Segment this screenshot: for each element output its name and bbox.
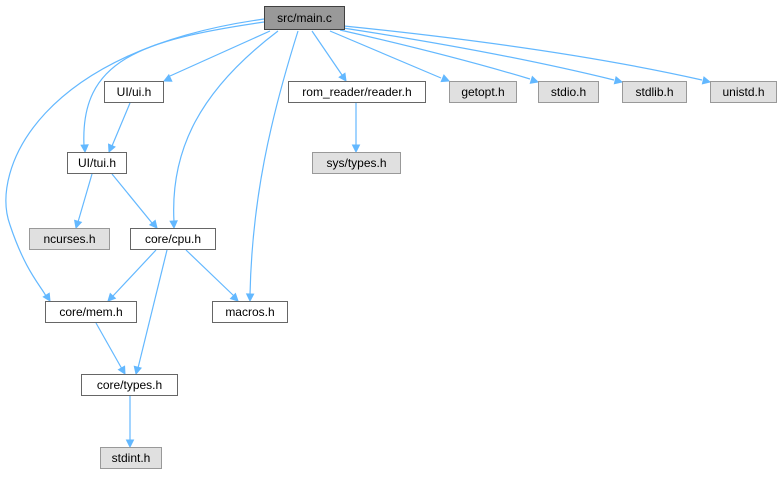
edge-main-to-cpu (169, 30, 279, 230)
edge-line (185, 249, 235, 297)
edge-cpu-to-mem (107, 249, 157, 302)
edge-tui-to-ncurses (73, 173, 93, 230)
edge-main-to-getopt (329, 30, 451, 83)
arrowhead (133, 365, 142, 376)
node-sys-types-h[interactable]: sys/types.h (312, 152, 401, 174)
arrowhead (73, 219, 83, 230)
node-ncurses-h[interactable]: ncurses.h (29, 228, 110, 250)
node-unistd-h[interactable]: unistd.h (710, 81, 777, 103)
edge-cpu-to-coretypes (133, 249, 168, 376)
arrowhead (440, 74, 451, 83)
edge-main-to-stdlib (342, 27, 624, 85)
edge-main-to-unistd (343, 25, 712, 85)
edge-line (111, 102, 131, 147)
edge-line (329, 30, 442, 79)
edge-main-to-reader (311, 30, 347, 82)
edge-line (111, 173, 153, 224)
edge-line (95, 322, 123, 370)
arrowhead (117, 365, 126, 375)
arrowhead (613, 76, 624, 85)
arrowhead (80, 144, 89, 154)
edge-main-to-macros (245, 30, 299, 303)
edge-line (169, 30, 271, 77)
arrowhead (125, 439, 135, 449)
edge-main-to-mem (5, 18, 265, 302)
edge-line (342, 27, 615, 81)
node-ui-tui-h[interactable]: UI/tui.h (67, 152, 127, 174)
node-core-mem-h[interactable]: core/mem.h (45, 301, 137, 323)
node-stdlib-h[interactable]: stdlib.h (622, 81, 687, 103)
edge-line (111, 249, 157, 298)
edge-line (173, 30, 279, 223)
node-core-cpu-h[interactable]: core/cpu.h (130, 228, 216, 250)
edge-ui-to-tui (107, 102, 131, 154)
edge-main-to-stdio (339, 29, 540, 84)
edge-line (83, 21, 265, 147)
edge-mem-to-coretypes (95, 322, 126, 375)
node-stdint-h[interactable]: stdint.h (100, 447, 162, 469)
node-core-types-h[interactable]: core/types.h (81, 374, 178, 396)
node-src-main-c[interactable]: src/main.c (264, 6, 345, 30)
edge-cpu-to-macros (185, 249, 239, 302)
edge-coretypes-to-stdint (125, 396, 135, 449)
edge-line (343, 25, 703, 81)
node-rom-reader-reader-h[interactable]: rom_reader/reader.h (288, 81, 426, 103)
arrowhead (529, 75, 540, 84)
node-ui-ui-h[interactable]: UI/ui.h (104, 81, 164, 103)
arrowhead (351, 144, 361, 154)
arrowhead (701, 76, 712, 85)
edge-line (311, 30, 343, 76)
arrowhead (338, 72, 347, 82)
arrowhead (107, 143, 116, 154)
node-stdio-h[interactable]: stdio.h (538, 81, 599, 103)
arrowhead (42, 292, 51, 302)
arrowhead (107, 292, 117, 302)
edge-line (339, 29, 531, 80)
edge-line (249, 30, 299, 296)
arrowhead (245, 293, 255, 303)
node-getopt-h[interactable]: getopt.h (449, 81, 517, 103)
arrowhead (229, 292, 239, 302)
arrowhead (148, 219, 158, 229)
edge-line (77, 173, 93, 223)
edge-reader-to-systypes (351, 103, 361, 154)
edge-main-to-ui (162, 30, 271, 82)
edge-main-to-tui (80, 21, 265, 154)
edge-tui-to-cpu (111, 173, 158, 229)
edge-line (5, 18, 265, 297)
node-macros-h[interactable]: macros.h (212, 301, 288, 323)
edge-line (137, 249, 168, 369)
arrowhead (169, 220, 178, 230)
arrowhead (162, 73, 173, 82)
